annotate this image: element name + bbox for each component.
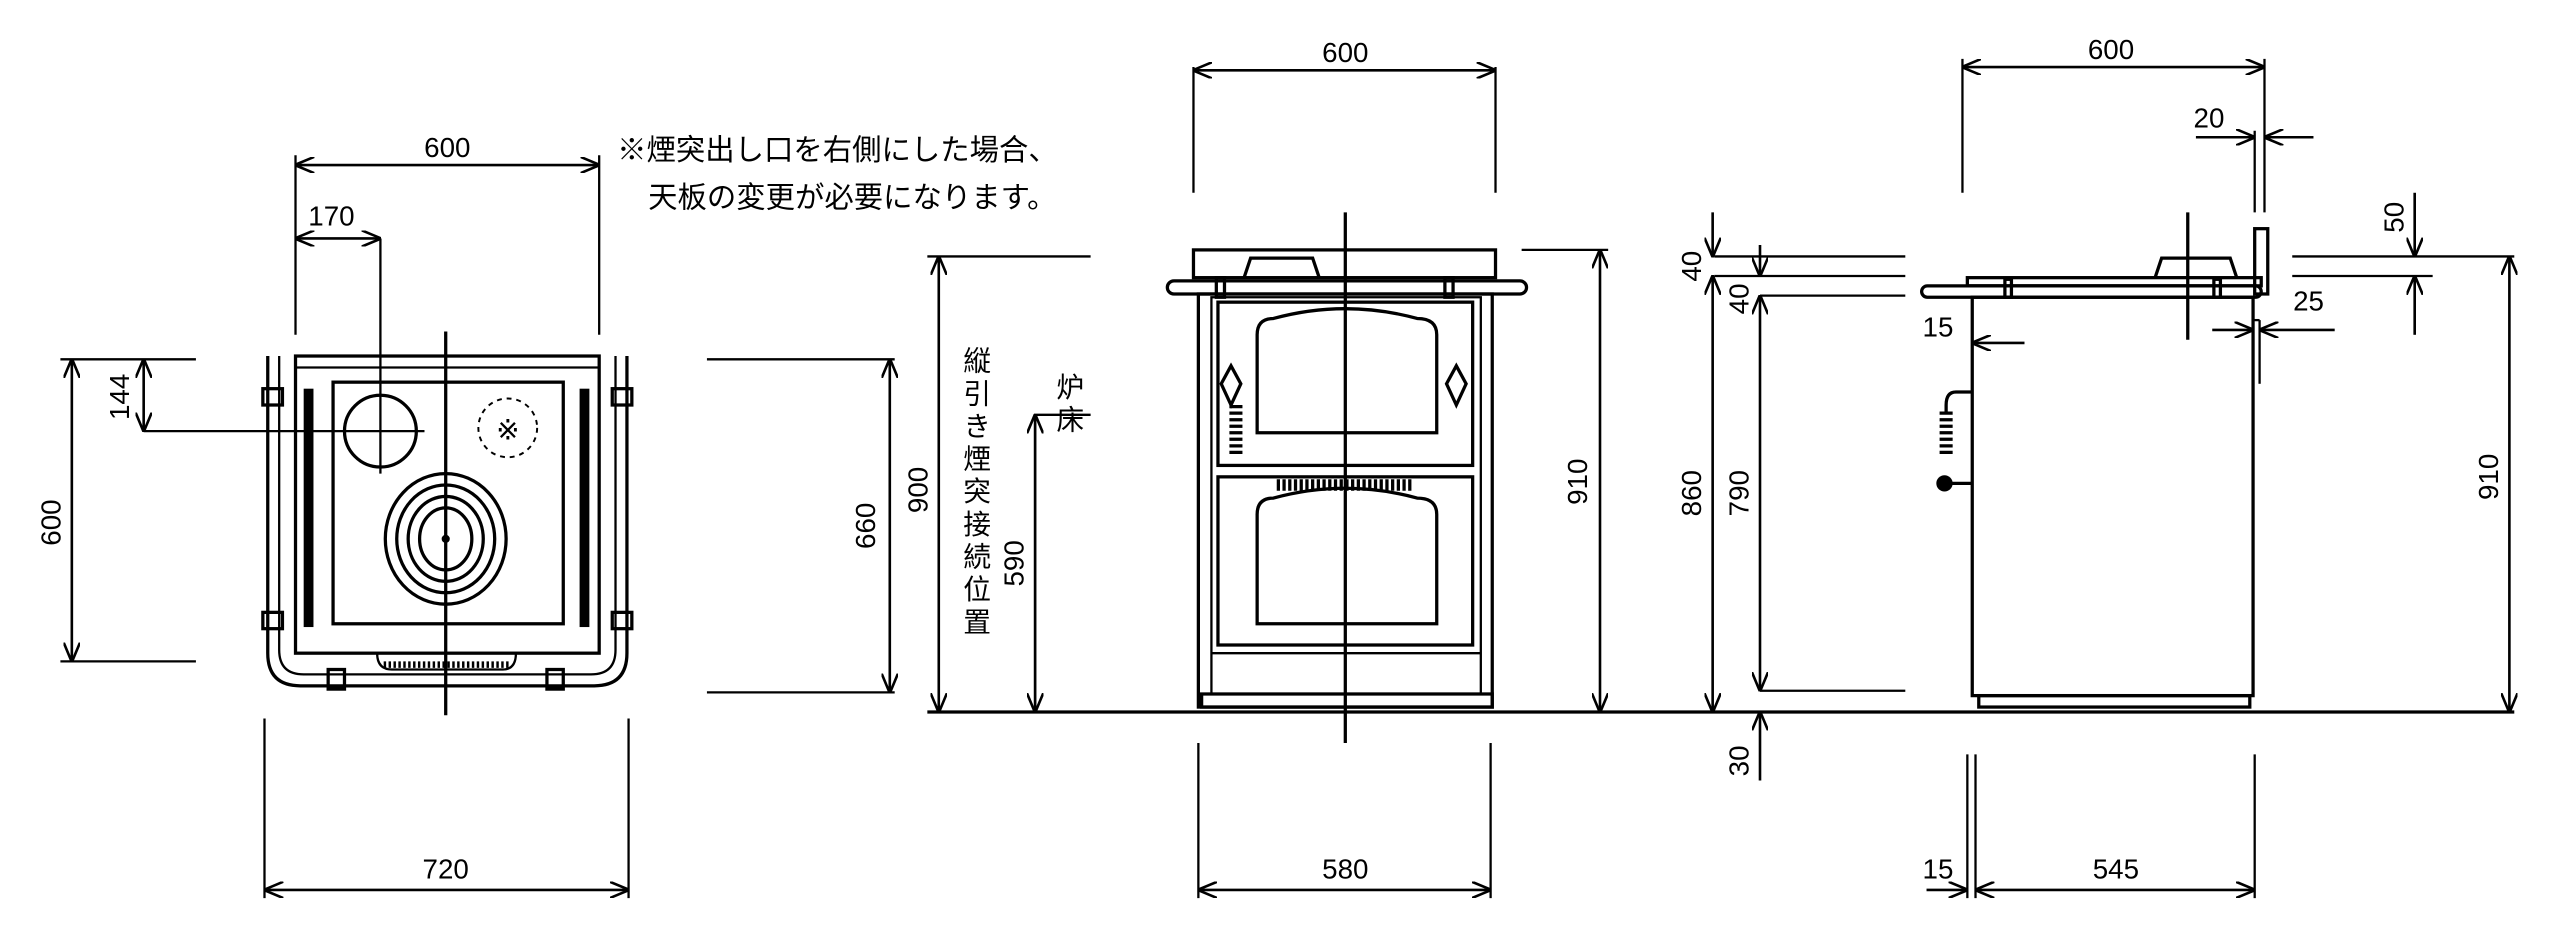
dim-label-top-thickness: 40 — [1676, 251, 1707, 282]
dim-label-width-top: 600 — [424, 132, 470, 163]
chimney-connection-label: 縦引き煙突接続位置 — [959, 346, 991, 640]
dim-label-front-width-top: 600 — [1322, 37, 1368, 68]
alt-flue-outlet — [477, 397, 539, 459]
dim-label-body-height: 860 — [1676, 470, 1707, 516]
dim-label-front-width-body: 580 — [1322, 853, 1368, 884]
dim-label-front-height: 910 — [1562, 459, 1593, 505]
dim-label-depth: 600 — [35, 499, 66, 545]
dim-label-base-height: 30 — [1724, 745, 1755, 776]
top-view: 600 170 144 600 ※ — [35, 132, 894, 898]
note-line-2: 天板の変更が必要になります。 — [648, 181, 1056, 214]
dim-label-side-height: 910 — [2473, 454, 2504, 500]
hearth-label: 炉床 — [1052, 372, 1084, 437]
note-line-1: ※煙突出し口を右側にした場合、 — [617, 134, 1058, 167]
height-dimensions: 40 40 860 790 30 — [1676, 212, 1906, 781]
dim-label-base-offset: 15 — [1923, 853, 1954, 884]
flue-outlet — [342, 393, 418, 469]
dim-label-depth-overall: 660 — [850, 503, 881, 549]
alt-flue-mark: ※ — [496, 414, 519, 445]
dim-label-body-depth: 545 — [2093, 853, 2139, 884]
dim-label-flue-x: 170 — [308, 200, 354, 231]
dim-label-side-depth-top: 600 — [2088, 34, 2134, 65]
dim-label-back-plate-height: 50 — [2378, 202, 2409, 233]
front-view: 900 縦引き煙突接続位置 590 炉床 600 910 — [902, 37, 2515, 898]
dim-label-width-overall: 720 — [423, 853, 469, 884]
hotplate-frame — [331, 380, 565, 626]
dim-label-chimney-height: 900 — [902, 467, 933, 513]
side-view: 600 20 15 25 50 910 — [1920, 34, 2515, 898]
side-towel-rail — [1920, 284, 2263, 299]
dim-label-front-overhang: 15 — [1923, 311, 1954, 342]
dim-label-door-height: 790 — [1724, 470, 1755, 516]
dim-label-back-plate: 20 — [2194, 102, 2225, 133]
dim-label-flue-y: 144 — [104, 374, 135, 420]
dim-label-rail-thickness: 40 — [1724, 283, 1755, 314]
dim-label-back-gap: 25 — [2293, 285, 2324, 316]
dim-label-hearth-height: 590 — [999, 540, 1030, 586]
